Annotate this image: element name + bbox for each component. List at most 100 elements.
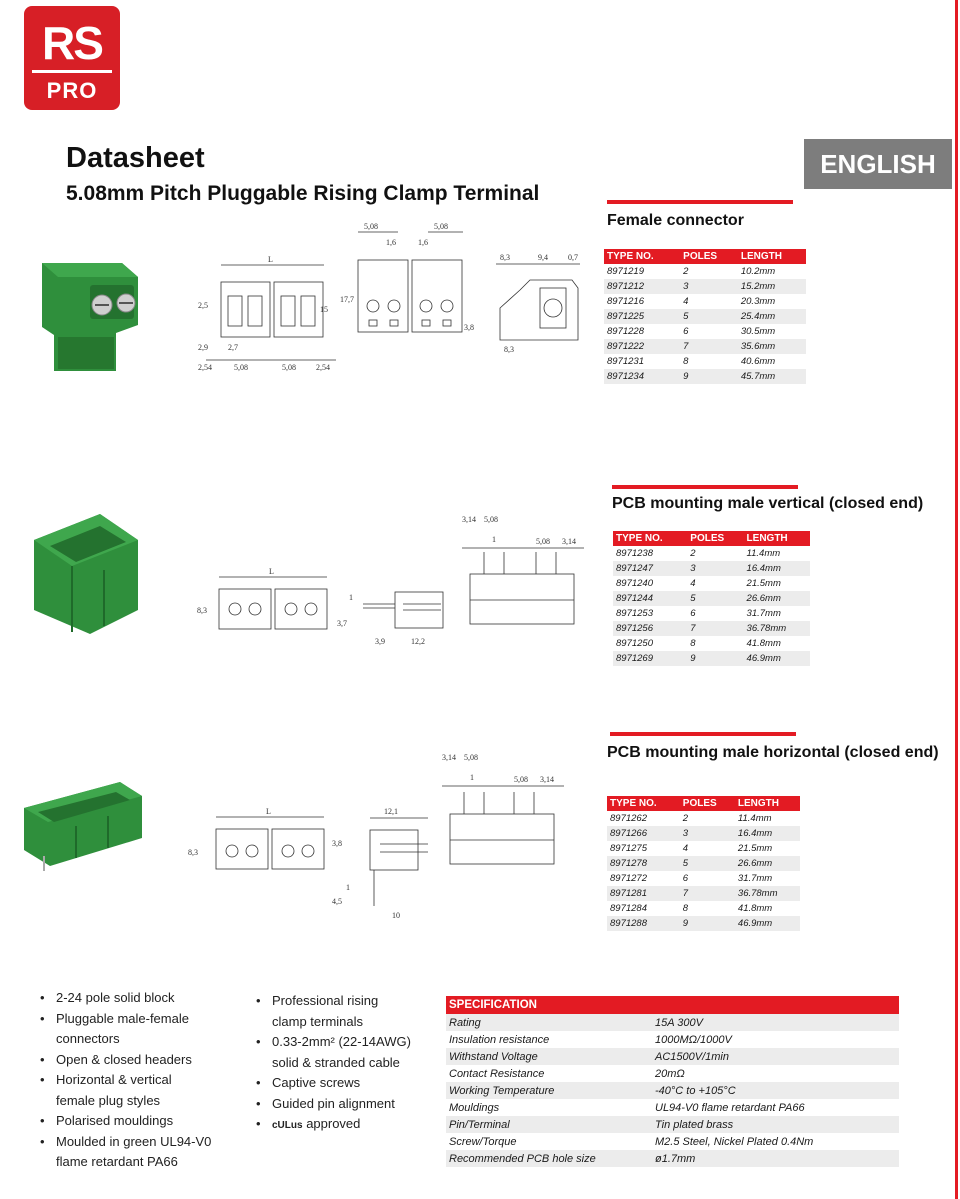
dim-t3: 1 [492, 535, 496, 544]
dim-b: 1 [346, 883, 350, 892]
dim-L: L [266, 807, 271, 816]
feature-item: 2-24 pole solid block [40, 988, 240, 1009]
section-3-rule [610, 732, 796, 736]
male-vertical-front-drawing: L 8,3 [197, 567, 328, 630]
dim-d2: 5,08 [434, 222, 448, 231]
dim-w4: 5,08 [282, 363, 296, 372]
male-vertical-header-photo [34, 514, 138, 634]
section-2-rule [612, 485, 798, 489]
feature-item-ul: cULus approved [256, 1114, 436, 1135]
dim-h: 8,3 [188, 848, 198, 857]
male-horizontal-top-drawing: 3,14 5,08 1 5,08 3,14 [442, 753, 564, 865]
spec-row: Working Temperature-40°C to +105°C [446, 1082, 899, 1099]
feature-item: Horizontal & vertical [40, 1070, 240, 1091]
dim-t1: 3,14 [442, 753, 456, 762]
features-list-2: Professional rising clamp terminals 0.33… [256, 991, 436, 1135]
dim-t4: 5,08 [514, 775, 528, 784]
feature-item-cont: flame retardant PA66 [56, 1154, 178, 1169]
dim-s1: 8,3 [500, 253, 510, 262]
dim-s2: 9,4 [538, 253, 548, 262]
section-2-title: PCB mounting male vertical (closed end) [612, 495, 924, 512]
dim-t2: 5,08 [484, 515, 498, 524]
male-vertical-top-drawing: 3,14 5,08 1 5,08 3,14 [462, 515, 584, 625]
features-list-1: 2-24 pole solid block Pluggable male-fem… [40, 988, 240, 1173]
dim-t3: 1 [470, 773, 474, 782]
dim-c: 3,9 [375, 637, 385, 646]
dim-d: 10 [392, 911, 400, 920]
female-connector-photo [42, 263, 138, 371]
dim-a: 3,8 [332, 839, 342, 848]
dim-h3: 15 [320, 305, 328, 314]
dim-t2: 5,08 [464, 753, 478, 762]
col-length: LENGTH [743, 531, 810, 546]
feature-item-cont: connectors [56, 1031, 120, 1046]
male-horizontal-front-drawing: L 8,3 [188, 807, 325, 870]
dim-d3: 1,6 [386, 238, 396, 247]
feature-item-cont: female plug styles [56, 1092, 161, 1108]
col-length: LENGTH [734, 796, 800, 811]
male-horizontal-header-photo [24, 782, 142, 871]
dim-a: 1 [349, 593, 353, 602]
dim-L: L [268, 255, 273, 264]
feature-item: Polarised mouldings [40, 1111, 240, 1132]
dim-h4: 17,7 [340, 295, 354, 304]
male-vertical-side-drawing: 1 3,7 3,9 12,2 [337, 591, 444, 646]
feature-item: Moulded in green UL94-V0 [40, 1132, 240, 1153]
dim-w5: 2,54 [316, 363, 330, 372]
feature-item: 0.33-2mm² (22-14AWG) [256, 1032, 436, 1053]
dim-t4: 5,08 [536, 537, 550, 546]
feature-item: Captive screws [256, 1073, 436, 1094]
section-3-title: PCB mounting male horizontal (closed end… [607, 744, 939, 761]
dim-d: 12,2 [411, 637, 425, 646]
col-poles: POLES [680, 249, 738, 264]
dim-b: 3,7 [337, 619, 347, 628]
feature-item-cont: solid & stranded cable [272, 1054, 400, 1070]
ul-approval-icon: cULus [272, 1120, 303, 1131]
dim-c: 4,5 [332, 897, 342, 906]
page-title: Datasheet [66, 142, 205, 174]
col-type-no: TYPE NO. [604, 249, 681, 264]
col-type-no: TYPE NO. [613, 531, 688, 546]
specification-heading: SPECIFICATION [446, 996, 899, 1014]
dim-s5: 8,3 [504, 345, 514, 354]
logo-rs-text: RS [42, 17, 104, 69]
dim-w: 12,1 [384, 807, 398, 816]
feature-item: Professional rising [256, 991, 436, 1012]
dim-h: 8,3 [197, 606, 207, 615]
logo-pro-text: PRO [46, 78, 98, 103]
section-1-title: Female connector [607, 212, 744, 229]
feature-item-cont: clamp terminals [272, 1013, 364, 1029]
female-connector-top-drawing: 5,08 5,08 1,6 1,6 17,7 [340, 222, 463, 333]
dim-w3: 5,08 [234, 363, 248, 372]
feature-item: Guided pin alignment [256, 1094, 436, 1115]
dim-w1: 2,7 [228, 343, 238, 352]
feature-item: Pluggable male-female [40, 1009, 240, 1030]
language-badge: ENGLISH [804, 139, 952, 189]
